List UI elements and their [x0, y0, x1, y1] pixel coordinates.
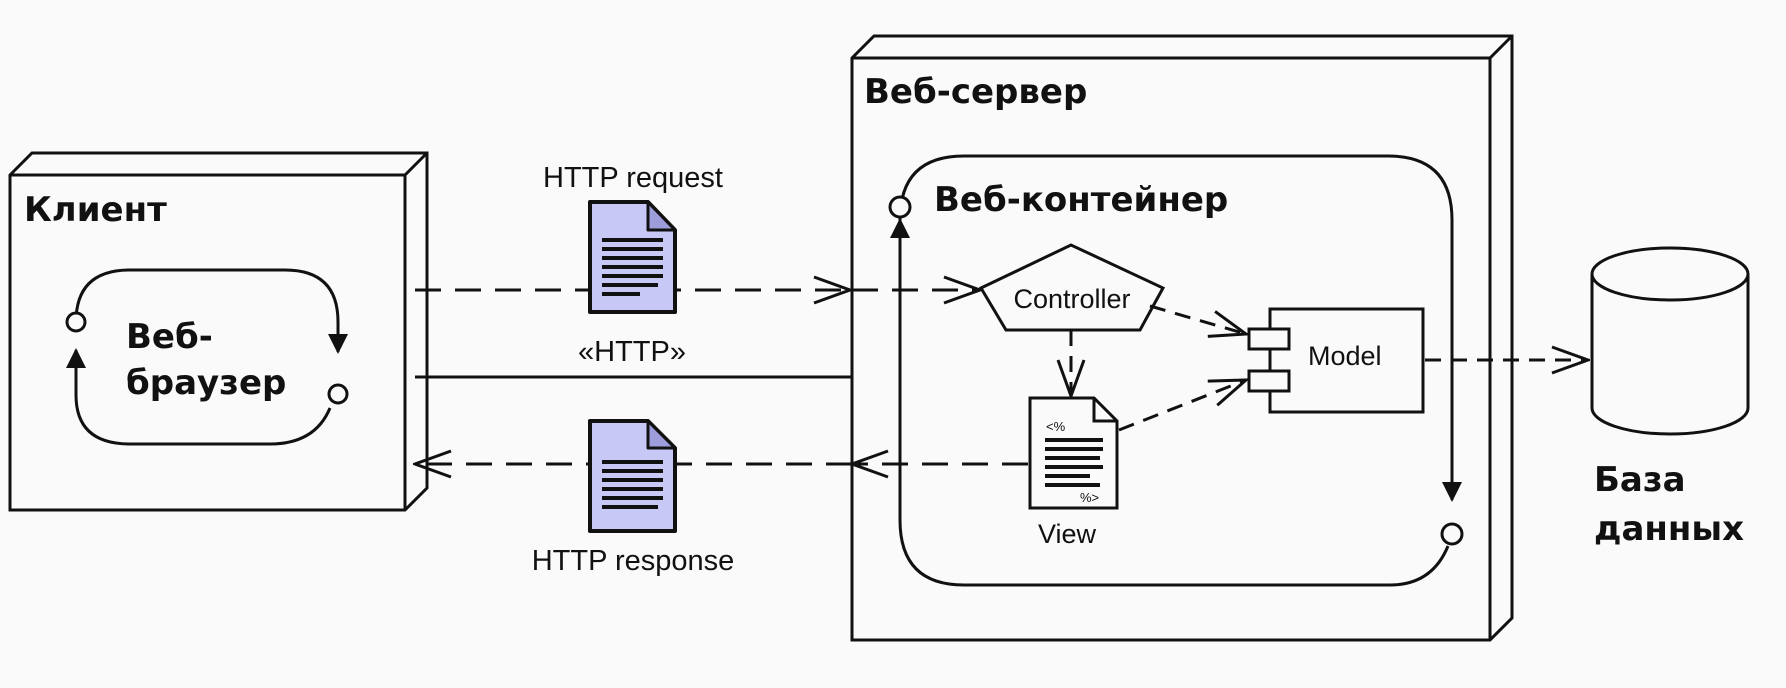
response-document-icon [588, 419, 677, 533]
view-to-model-arrow [1118, 380, 1246, 432]
request-document-icon [588, 200, 677, 314]
view-text-lines [1045, 438, 1103, 487]
database-cylinder-icon [1590, 274, 1750, 436]
model-port-icon [1247, 369, 1291, 393]
server-title: Веб-сервер [864, 72, 1087, 112]
model-label: Model [1308, 341, 1382, 371]
server-node: Веб-сервер [850, 34, 1514, 642]
model-node: Model [1247, 307, 1425, 414]
browser-title-line1: Веб- [126, 317, 213, 357]
browser-cycle-arrow-right [74, 268, 348, 354]
controller-to-model-arrow [1149, 304, 1246, 334]
browser-cycle-arrow-left [66, 348, 332, 446]
protocol-label: «HTTP» [578, 336, 686, 368]
database-title-line1: База [1594, 460, 1686, 500]
container-title: Веб-контейнер [934, 180, 1228, 220]
web-container: Веб-контейнер [888, 154, 1464, 587]
container-port-icon [888, 195, 912, 219]
database-node: База данных [1590, 246, 1750, 549]
controller-label: Controller [1013, 284, 1130, 314]
client-title: Клиент [24, 190, 167, 230]
model-port-icon [1247, 327, 1291, 351]
request-label: HTTP request [543, 162, 723, 194]
browser-port-icon [327, 383, 349, 405]
browser-port-icon [65, 311, 87, 333]
browser-title-line2: браузер [126, 363, 286, 403]
browser-component: Веб- браузер [65, 268, 349, 446]
database-title-line2: данных [1594, 509, 1744, 549]
view-label: View [1038, 519, 1097, 549]
container-port-icon [1440, 522, 1464, 546]
view-icon-bottom-text: %> [1080, 490, 1099, 505]
response-label: HTTP response [532, 545, 735, 577]
view-icon-top-text: <% [1046, 419, 1066, 434]
container-cycle-arrow-up [890, 218, 1450, 587]
view-node: <% %> View [1028, 396, 1119, 549]
controller-node: Controller [978, 243, 1166, 332]
container-cycle-arrow-down [898, 154, 1462, 502]
view-page-icon [1028, 396, 1119, 510]
